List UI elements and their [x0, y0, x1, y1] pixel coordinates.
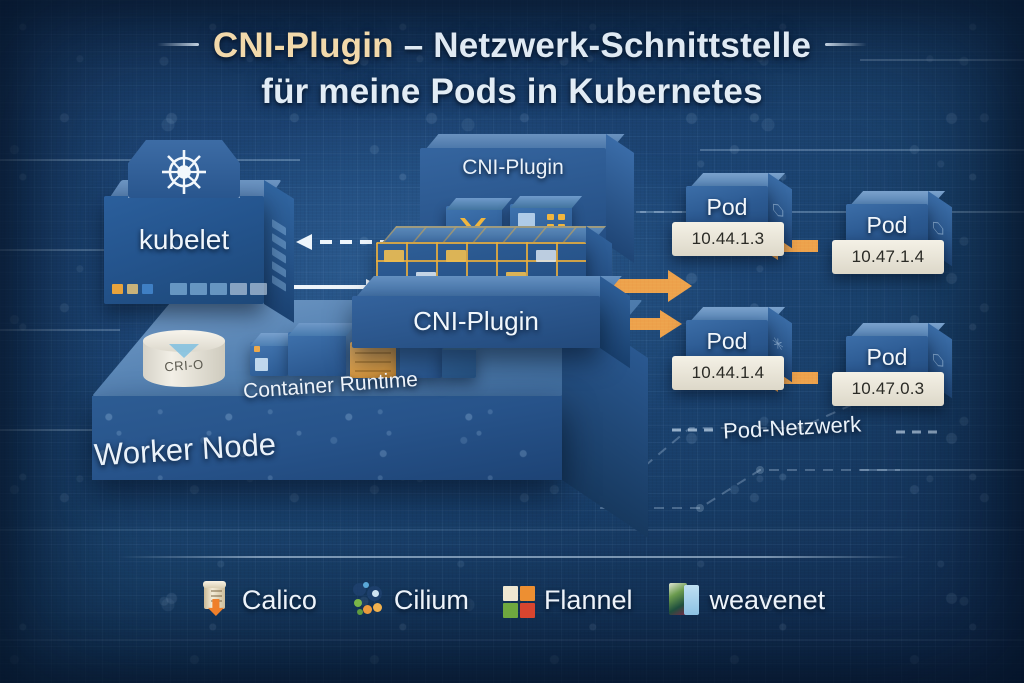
cni-plugin-top-label: CNI-Plugin — [462, 156, 564, 179]
legend-item-cilium[interactable]: Cilium — [351, 581, 469, 619]
legend-divider — [118, 556, 908, 558]
arrow-cni-to-pod-upper — [600, 270, 692, 302]
pod-ip-address: 10.47.0.3 — [832, 372, 944, 406]
legend-label: Calico — [241, 584, 317, 615]
title-highlight: CNI-Plugin — [212, 26, 394, 65]
kubelet-right-face — [264, 180, 294, 323]
crio-cylinder-top — [143, 330, 225, 352]
platform-front-face — [92, 396, 562, 480]
title-rest: – Netzwerk-Schnittstelle — [393, 26, 812, 65]
title-rule-left — [156, 43, 199, 47]
runtime-container-box — [442, 337, 487, 378]
runtime-package-box — [350, 333, 407, 378]
runtime-container-box — [288, 323, 357, 376]
pod-name: Pod — [706, 194, 748, 220]
cni-slab-front-face — [352, 296, 600, 348]
cni-plugin-main-label: CNI-Plugin — [413, 306, 539, 336]
pod-name: Pod — [706, 328, 748, 354]
kubernetes-logo-badge — [128, 140, 240, 198]
pod-ip-address: 10.44.1.4 — [672, 356, 784, 390]
title-rule-right — [825, 43, 868, 47]
weavenet-sheet-icon — [667, 581, 701, 619]
pod-name: Pod — [866, 212, 908, 238]
kubelet-node[interactable]: kubelet — [104, 140, 294, 323]
platform-circuit-texture — [92, 396, 562, 480]
cni-plugin-legend: Calico Cilium Flannel — [0, 572, 1024, 628]
legend-item-calico[interactable]: Calico — [199, 581, 317, 619]
flannel-squares-icon — [502, 585, 535, 618]
legend-item-flannel[interactable]: Flannel — [502, 583, 633, 618]
legend-label: Cilium — [393, 584, 469, 615]
pod-ip-address: 10.44.1.3 — [672, 222, 784, 256]
kubelet-indicator-bar — [170, 283, 267, 295]
legend-item-weavenet[interactable]: weavenet — [667, 581, 826, 619]
pod-ip-address: 10.47.1.4 — [832, 240, 944, 274]
kubernetes-helm-icon — [162, 150, 206, 194]
legend-label: weavenet — [709, 584, 826, 615]
crio-datastore[interactable]: CRI-O — [143, 330, 225, 398]
worker-node-platform — [92, 300, 652, 539]
pod-name: Pod — [866, 344, 908, 370]
kubelet-status-leds — [112, 284, 153, 294]
arrow-cni-to-kubelet — [296, 234, 392, 250]
cni-plugin-stack[interactable]: CNI-Plugin CNI-Plugin — [352, 134, 652, 369]
kubelet-front-face: kubelet — [104, 196, 267, 304]
legend-label: Flannel — [543, 584, 633, 615]
cilium-bee-icon — [351, 581, 385, 619]
kubelet-label: kubelet — [138, 224, 230, 255]
runtime-container-box — [250, 333, 299, 376]
page-title: CNI-Plugin – Netzwerk-Schnittstelle für … — [0, 26, 1024, 112]
title-subline: für meine Pods in Kubernetes — [261, 72, 763, 111]
calico-barrel-icon — [199, 581, 233, 619]
arrow-cni-to-pod-lower — [600, 310, 682, 338]
